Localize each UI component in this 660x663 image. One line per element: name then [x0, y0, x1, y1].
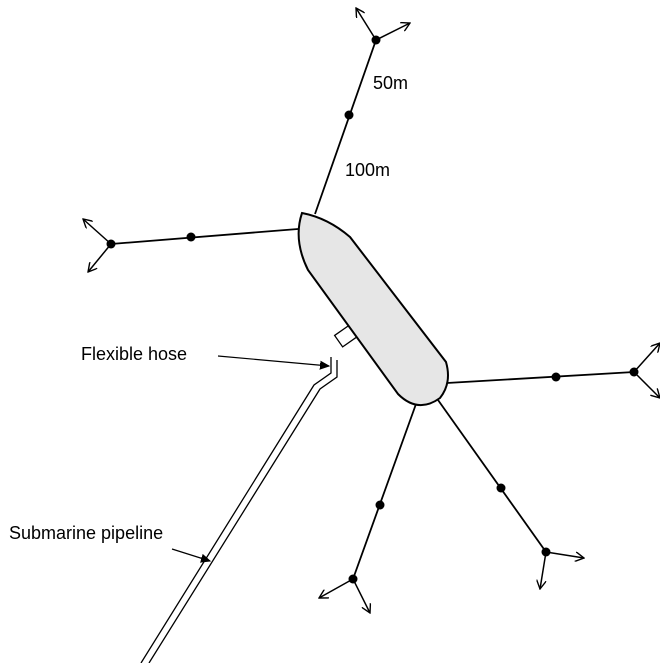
buoy-west-mid — [186, 232, 196, 242]
mooring-line-west — [110, 228, 299, 245]
buoy-north-mid — [344, 110, 354, 120]
anchor-west — [83, 219, 116, 272]
distance-label-50m: 50m — [373, 73, 409, 93]
distance-label-100m: 100m — [345, 160, 391, 180]
flexible-hose-leader — [217, 355, 329, 366]
anchor-south — [319, 574, 370, 614]
mooring-lines — [110, 39, 635, 580]
anchor-south-east — [540, 547, 584, 590]
flexible-hose-label: Flexible hose — [81, 344, 188, 364]
buoy-south-east-mid — [496, 483, 506, 493]
buoys — [186, 110, 561, 510]
mooring-line-north — [314, 39, 377, 215]
anchor-north — [356, 8, 410, 45]
buoy-east-mid — [551, 372, 561, 382]
anchors — [83, 8, 660, 613]
submarine-pipeline — [140, 357, 338, 663]
anchor-east — [629, 343, 660, 398]
submarine-pipeline-label: Submarine pipeline — [9, 523, 164, 543]
vessel — [297, 211, 449, 406]
buoy-south-mid — [375, 500, 385, 510]
mooring-line-south-east — [437, 399, 547, 553]
submarine-pipeline-leader — [171, 548, 210, 561]
mooring-line-east — [446, 371, 635, 384]
mooring-line-south — [352, 403, 417, 580]
